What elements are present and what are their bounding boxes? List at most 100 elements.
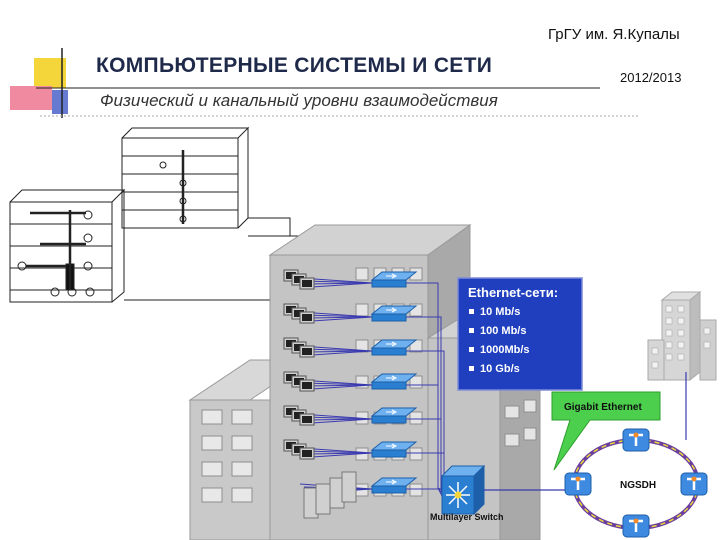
building-window: [409, 483, 423, 497]
pc-cable: [311, 384, 373, 390]
pc-cable: [307, 282, 373, 285]
arrow-icon: [386, 443, 398, 449]
floor-switch-icon: [370, 339, 418, 356]
gigabit-ethernet-label: Gigabit Ethernet: [564, 402, 642, 413]
monitor-screen-icon: [302, 382, 312, 389]
pc-cable: [307, 316, 373, 319]
workstation-icon: [299, 447, 315, 460]
monitor-screen-icon: [294, 412, 304, 419]
bullet-icon: [469, 328, 474, 333]
multilayer-switch: Multilayer Switch: [430, 464, 504, 522]
monitor-screen-icon: [302, 450, 312, 457]
floor-switch-icon: [370, 373, 418, 390]
pc-cable: [303, 416, 373, 420]
remote-building: [647, 290, 717, 382]
workstation-icon: [299, 345, 315, 358]
academic-year: 2012/2013: [620, 70, 682, 85]
monitor-screen-icon: [294, 344, 304, 351]
decor-yellow-block: [34, 58, 66, 88]
ring-node-icon: [564, 472, 592, 496]
pc-cable: [303, 314, 373, 318]
switch-front: [371, 313, 407, 322]
pc-cable: [307, 418, 373, 421]
arrow-icon: [386, 273, 398, 279]
decor-corner: [10, 48, 640, 118]
switch-front: [371, 485, 407, 494]
ethernet-info-box: Ethernet-сети: 10 Mb/s 100 Mb/s 1000Mb/s…: [457, 277, 583, 391]
monitor-screen-icon: [286, 306, 296, 313]
monitor-screen-icon: [286, 442, 296, 449]
gigabit-ethernet-callout: Gigabit Ethernet: [551, 391, 661, 471]
monitor-screen-icon: [302, 280, 312, 287]
ring-node-icon: [622, 428, 650, 452]
ring-node-icon: [680, 472, 708, 496]
institution-name: ГрГУ им. Я.Купалы: [548, 26, 680, 43]
workstation-icon: [299, 379, 315, 392]
schematic-upper-floors: [121, 126, 250, 229]
pc-cable: [307, 452, 373, 455]
ngsdh-label: NGSDH: [620, 480, 656, 491]
pc-cable: [303, 450, 373, 454]
uplink-cables: [484, 372, 687, 491]
building-window: [355, 303, 369, 317]
monitor-screen-icon: [302, 348, 312, 355]
slide-title: КОМПЬЮТЕРНЫЕ СИСТЕМЫ И СЕТИ: [96, 54, 493, 77]
switch-front: [371, 347, 407, 356]
pc-cable: [311, 282, 373, 288]
ethernet-speed-list: 10 Mb/s 100 Mb/s 1000Mb/s 10 Gb/s: [469, 306, 530, 375]
slide-subtitle: Физический и канальный уровни взаимодейс…: [100, 91, 498, 110]
monitor-screen-icon: [294, 446, 304, 453]
switch-front: [371, 415, 407, 424]
ring-node-dot: [633, 518, 639, 524]
ethernet-speed-item: 10 Mb/s: [480, 306, 520, 318]
ngsdh-ring: NGSDH: [564, 428, 708, 538]
floor-switch-icon: [370, 271, 418, 288]
ethernet-box-title: Ethernet-сети:: [468, 285, 558, 300]
monitor-screen-icon: [286, 374, 296, 381]
ring-node-dot: [633, 432, 639, 438]
floor-switch-icon: [370, 407, 418, 424]
bullet-icon: [469, 366, 474, 371]
arrow-icon: [386, 341, 398, 347]
decor-blue-block: [52, 90, 68, 114]
decor-pink-block: [10, 86, 52, 110]
pc-cable: [307, 384, 373, 387]
switch-front: [371, 279, 407, 288]
floor-switch-icon: [370, 441, 418, 458]
arrow-icon: [386, 479, 398, 485]
pc-cable: [311, 452, 373, 458]
pc-cable: [303, 280, 373, 284]
monitor-screen-icon: [286, 408, 296, 415]
ring-node-dot: [691, 476, 697, 482]
ring-node-dot: [575, 476, 581, 482]
pc-cable: [307, 350, 373, 353]
monitor-screen-icon: [294, 310, 304, 317]
floor-switch-icon: [370, 477, 418, 494]
workstations: [283, 269, 315, 460]
building-window: [355, 267, 369, 281]
monitor-screen-icon: [286, 340, 296, 347]
monitor-screen-icon: [286, 272, 296, 279]
building-window: [409, 411, 423, 425]
ethernet-speed-item: 100 Mb/s: [480, 325, 526, 337]
building-window: [409, 447, 423, 461]
switch-front: [371, 449, 407, 458]
uplink-cable: [406, 384, 443, 494]
uplink-cable: [406, 487, 443, 497]
floor-switch-icon: [370, 305, 418, 322]
bullet-icon: [469, 347, 474, 352]
pc-cable: [303, 348, 373, 352]
monitor-screen-icon: [294, 276, 304, 283]
pc-cable: [311, 418, 373, 424]
workstation-icon: [299, 413, 315, 426]
ethernet-speed-item: 1000Mb/s: [480, 344, 530, 356]
floor-switches: [370, 271, 418, 494]
pc-cable: [303, 382, 373, 386]
arrow-icon: [386, 307, 398, 313]
ring-node-icon: [622, 514, 650, 538]
multilayer-switch-label: Multilayer Switch: [430, 512, 504, 522]
pc-cable: [311, 316, 373, 322]
arrow-icon: [386, 409, 398, 415]
bullet-icon: [469, 309, 474, 314]
